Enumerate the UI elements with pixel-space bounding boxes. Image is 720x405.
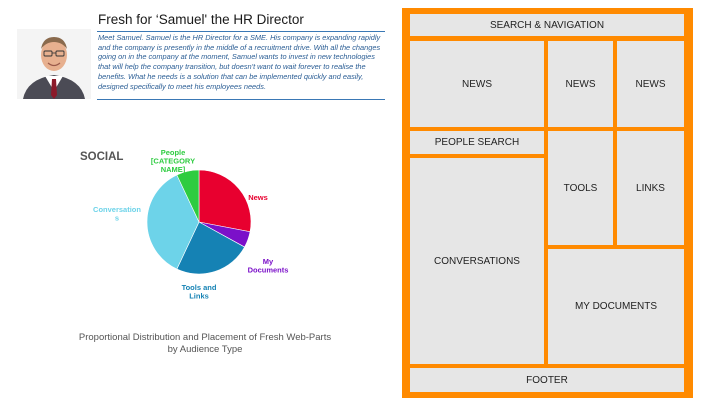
pie-label-news: News [248,193,268,202]
pie-slice-people-category-name [176,169,200,223]
pie-slice-conversations [146,174,200,270]
region-footer: FOOTER [410,368,684,392]
region-my-documents: MY DOCUMENTS [548,249,684,364]
person-portrait-icon [17,29,91,99]
region-conversations: CONVERSATIONS [410,158,544,364]
chart-caption: Proportional Distribution and Placement … [60,332,350,356]
caption-line-1: Proportional Distribution and Placement … [78,332,332,343]
page-layout-wireframe: SEARCH & NAVIGATION NEWS NEWS NEWS PEOPL… [402,8,693,398]
chart-title: SOCIAL [80,151,123,163]
region-search-navigation: SEARCH & NAVIGATION [410,14,684,36]
pie-slice-tools-and-links [176,221,245,275]
description-divider [97,99,385,100]
region-links: LINKS [617,131,684,245]
region-news-3: NEWS [617,41,684,127]
caption-line-2: by Audience Type [167,344,243,355]
persona-photo [17,29,91,99]
pie-slice-news [198,169,252,233]
title-divider [97,31,385,32]
region-tools: TOOLS [548,131,613,245]
region-people-search: PEOPLE SEARCH [410,131,544,154]
region-news-main: NEWS [410,41,544,127]
persona-description: Meet Samuel. Samuel is the HR Director f… [98,33,381,91]
region-news-2: NEWS [548,41,613,127]
persona-title: Fresh for ‘Samuel' the HR Director [98,12,304,27]
